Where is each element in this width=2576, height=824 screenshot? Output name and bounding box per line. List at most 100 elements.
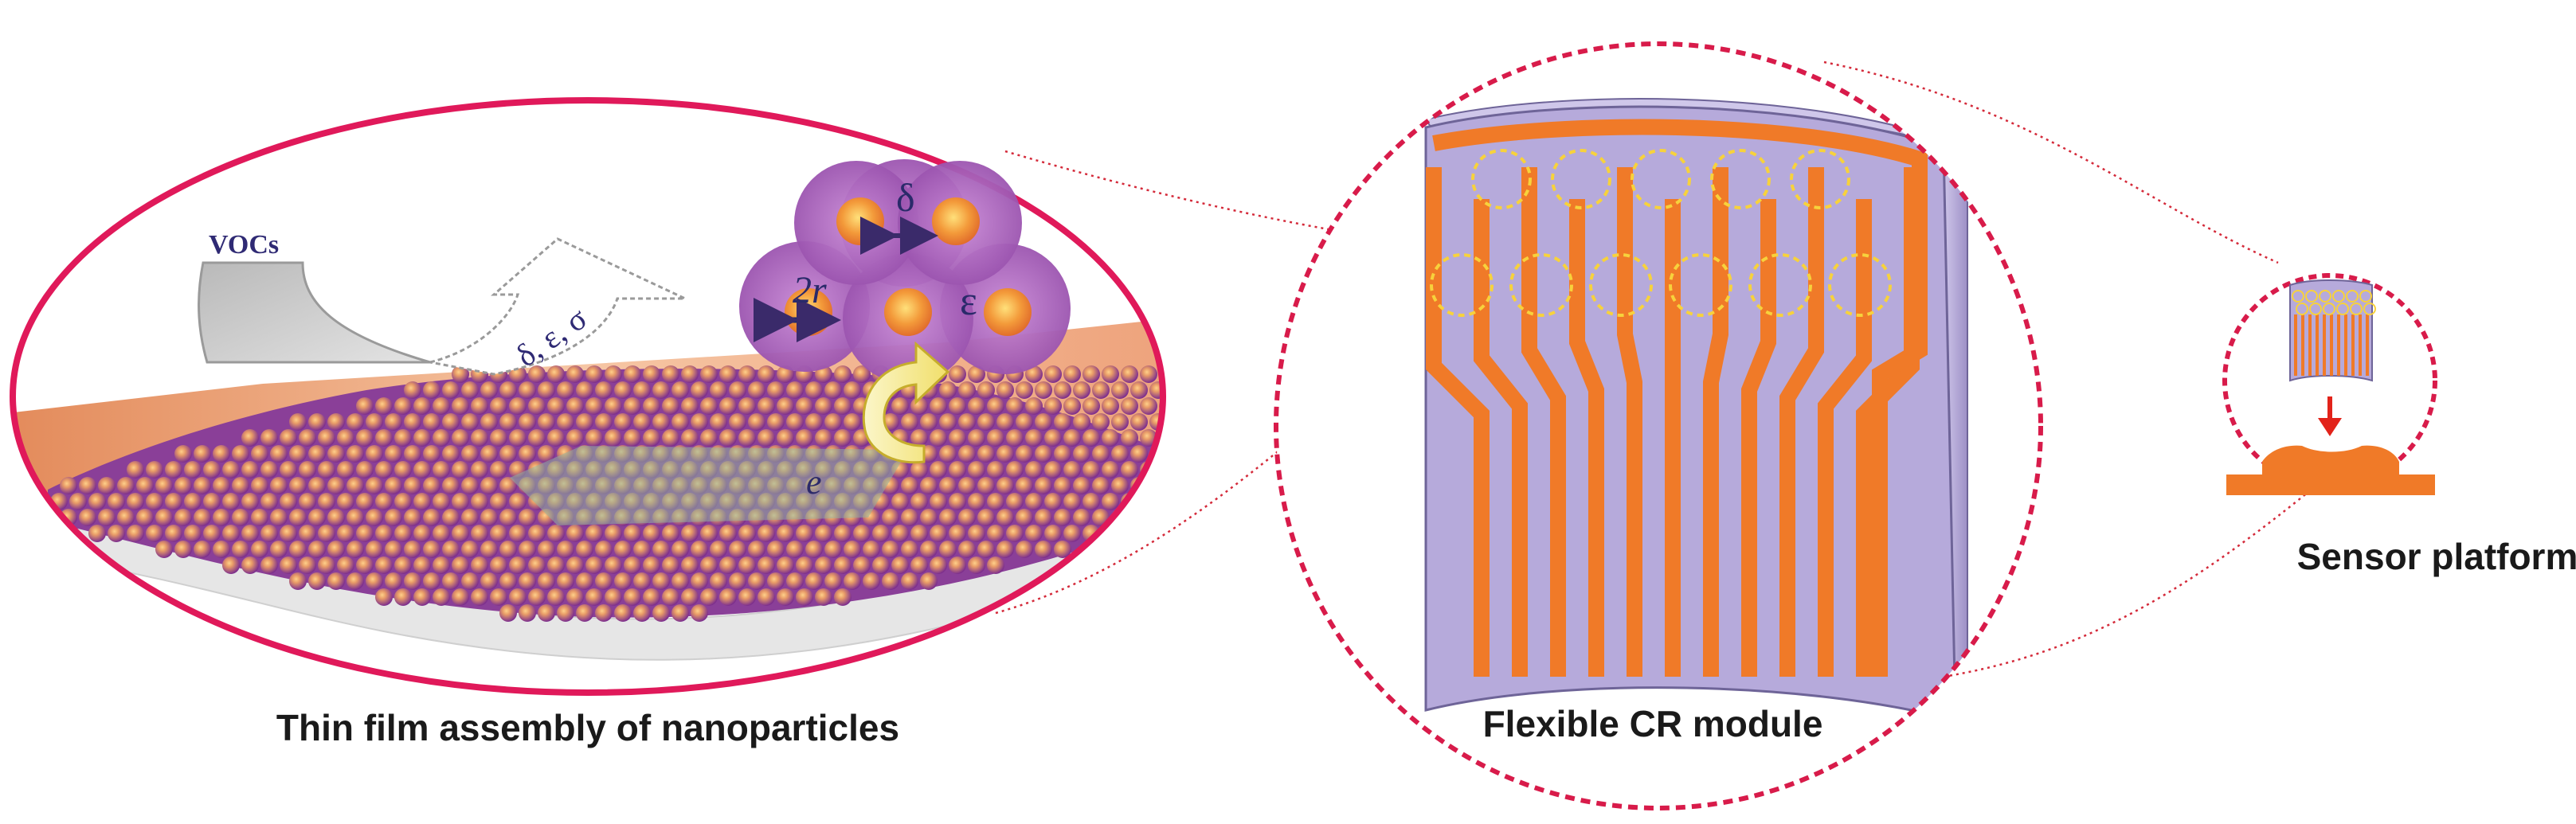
mini-site xyxy=(2305,290,2318,303)
nanoparticle xyxy=(280,429,297,447)
nanoparticle xyxy=(289,541,307,558)
mini-site xyxy=(2359,290,2372,303)
nanoparticle xyxy=(1111,381,1129,399)
nanoparticle xyxy=(280,493,297,510)
nanoparticle xyxy=(1073,477,1090,494)
nanoparticle xyxy=(461,445,479,463)
nanoparticle xyxy=(853,556,871,574)
module-caption: Flexible CR module xyxy=(1483,703,1823,744)
nanoparticle xyxy=(891,397,909,415)
nanoparticle xyxy=(777,429,794,447)
nanoparticle xyxy=(251,445,268,463)
nanoparticle xyxy=(1006,493,1024,510)
mini-site xyxy=(2332,290,2345,303)
nanoparticle xyxy=(920,572,938,590)
nanoparticle xyxy=(949,429,966,447)
nanoparticle xyxy=(595,413,613,431)
nanoparticle xyxy=(758,525,775,542)
nanoparticle xyxy=(691,541,708,558)
nanoparticle xyxy=(719,429,737,447)
nanoparticle xyxy=(194,541,211,558)
nanoparticle xyxy=(662,525,679,542)
nanoparticle xyxy=(232,541,249,558)
nanoparticle xyxy=(949,525,966,542)
module-scene xyxy=(1424,98,1968,741)
nanoparticle xyxy=(499,381,517,399)
nanoparticle xyxy=(280,525,297,542)
nanoparticle xyxy=(652,413,670,431)
nanoparticle xyxy=(433,429,450,447)
nanoparticle xyxy=(538,541,555,558)
nanoparticle xyxy=(404,572,421,590)
nanoparticle xyxy=(337,493,354,510)
nanoparticle xyxy=(165,525,182,542)
nanoparticle xyxy=(585,525,603,542)
nanoparticle xyxy=(1006,461,1024,478)
connector-module-bottom xyxy=(1943,477,2327,678)
nanoparticle xyxy=(251,509,268,526)
nanoparticle xyxy=(624,588,641,606)
nanoparticle xyxy=(442,445,460,463)
nanoparticle xyxy=(958,541,976,558)
nanoparticle xyxy=(796,397,813,415)
mini-electrodes xyxy=(2294,314,2369,376)
nanoparticle xyxy=(624,525,641,542)
nanoparticle xyxy=(614,381,632,399)
nanoparticle xyxy=(461,381,479,399)
nanoparticle xyxy=(318,493,335,510)
nanoparticle xyxy=(901,477,918,494)
nanoparticle xyxy=(519,381,536,399)
nanoparticle xyxy=(700,525,718,542)
nanoparticle xyxy=(337,429,354,447)
nanoparticle xyxy=(719,365,737,383)
nanoparticle xyxy=(452,429,469,447)
nanoparticle xyxy=(260,525,278,542)
electrode-trace xyxy=(1617,167,1642,677)
nanoparticle xyxy=(528,588,546,606)
nanoparticle xyxy=(1006,429,1024,447)
nanoparticle xyxy=(203,493,221,510)
nanoparticle xyxy=(729,541,746,558)
nanoparticle xyxy=(633,572,651,590)
nanoparticle xyxy=(1016,509,1033,526)
nanoparticle xyxy=(844,572,861,590)
nanoparticle xyxy=(165,461,182,478)
nanoparticle xyxy=(232,477,249,494)
nanoparticle xyxy=(595,604,613,622)
nanoparticle xyxy=(528,365,546,383)
nanoparticle xyxy=(605,365,622,383)
nanoparticle xyxy=(1016,477,1033,494)
nanoparticle xyxy=(442,477,460,494)
nanoparticle xyxy=(413,461,431,478)
nanoparticle xyxy=(509,588,527,606)
nanoparticle xyxy=(117,477,135,494)
nanoparticle xyxy=(786,413,804,431)
nanoparticle xyxy=(308,477,326,494)
nanoparticle xyxy=(700,429,718,447)
nanoparticle xyxy=(251,541,268,558)
nanoparticle xyxy=(777,525,794,542)
nanoparticle xyxy=(977,509,995,526)
nanoparticle xyxy=(308,541,326,558)
nanoparticle xyxy=(289,445,307,463)
nanoparticle xyxy=(557,541,574,558)
nanoparticle xyxy=(939,445,957,463)
nanoparticle xyxy=(557,413,574,431)
sensing-site xyxy=(1509,253,1573,317)
nanoparticle xyxy=(1054,477,1071,494)
nanoparticle xyxy=(1044,493,1062,510)
nanoparticle xyxy=(366,413,383,431)
nanoparticle xyxy=(394,429,412,447)
nanoparticle xyxy=(1035,381,1052,399)
nanoparticle xyxy=(700,397,718,415)
nanoparticle xyxy=(452,588,469,606)
nanoparticle xyxy=(280,556,297,574)
nanoparticle xyxy=(930,461,947,478)
nanoparticle xyxy=(1044,429,1062,447)
nanoparticle xyxy=(614,572,632,590)
nanoparticle xyxy=(566,525,584,542)
nanoparticle xyxy=(805,413,823,431)
nanoparticle xyxy=(710,572,727,590)
nanoparticle xyxy=(490,525,507,542)
